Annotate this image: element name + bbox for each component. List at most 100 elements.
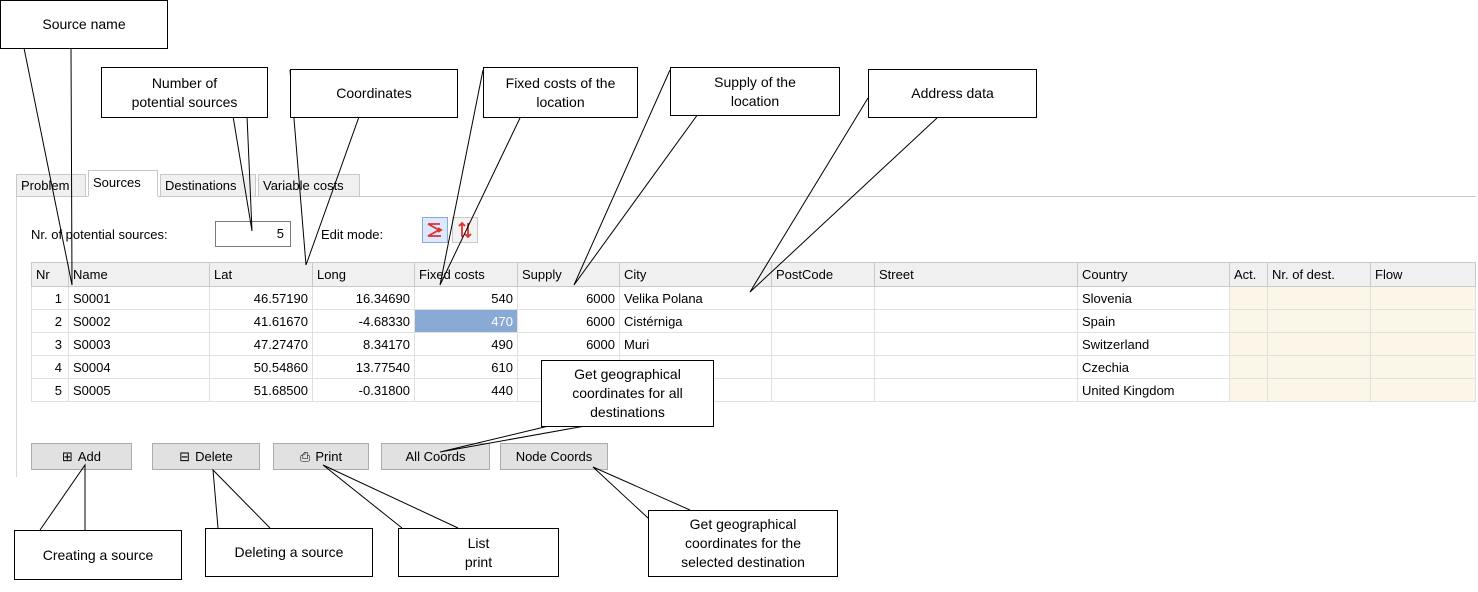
callout-text: destinations xyxy=(590,404,665,420)
nr-sources-input[interactable]: 5 xyxy=(215,221,291,247)
cell-flow xyxy=(1370,355,1476,379)
tab-sources[interactable]: Sources xyxy=(88,170,158,197)
cell-street[interactable] xyxy=(874,309,1078,333)
table-row[interactable]: 3 S0003 47.27470 8.34170 490 6000 Muri S… xyxy=(31,332,1476,356)
cell-name[interactable]: S0005 xyxy=(68,378,210,402)
add-button-label: Add xyxy=(77,449,102,464)
column-header[interactable]: PostCode xyxy=(771,262,875,287)
callout-text: List xyxy=(467,534,490,551)
delete-row-icon: ⊟ xyxy=(179,450,191,465)
cell-city[interactable]: Velika Polana xyxy=(619,286,772,310)
callout-text: Creating a source xyxy=(42,546,154,563)
table-row[interactable]: 1 S0001 46.57190 16.34690 540 6000 Velik… xyxy=(31,286,1476,310)
callout-text: Get geographical xyxy=(574,366,681,382)
cell-long[interactable]: 8.34170 xyxy=(312,332,415,356)
delete-button[interactable]: ⊟Delete xyxy=(152,443,260,470)
cell-act xyxy=(1229,309,1268,333)
cell-nr[interactable]: 5 xyxy=(31,378,69,402)
cell-country[interactable]: Switzerland xyxy=(1077,332,1230,356)
cell-nr[interactable]: 1 xyxy=(31,286,69,310)
cell-postcode[interactable] xyxy=(771,309,875,333)
cell-street[interactable] xyxy=(874,332,1078,356)
edit-mode-sort-button[interactable] xyxy=(452,217,478,243)
print-button[interactable]: ⎙Print xyxy=(273,443,369,470)
cell-city[interactable]: Muri xyxy=(619,332,772,356)
table-row[interactable]: 5 S0005 51.68500 -0.31800 440 United Kin… xyxy=(31,378,1476,402)
all-coords-button-label: All Coords xyxy=(405,449,466,464)
table-row[interactable]: 2 S0002 41.61670 -4.68330 470 6000 Cisté… xyxy=(31,309,1476,333)
tab-variable-costs[interactable]: Variable costs xyxy=(258,174,360,196)
column-header[interactable]: Flow xyxy=(1370,262,1476,287)
column-header[interactable]: Nr xyxy=(31,262,69,287)
cell-postcode[interactable] xyxy=(771,355,875,379)
callout-text: coordinates for the xyxy=(685,535,801,551)
cell-nr-dest xyxy=(1267,332,1371,356)
cell-postcode[interactable] xyxy=(771,286,875,310)
cell-fixed-costs-selected[interactable]: 470 xyxy=(414,309,518,333)
add-button[interactable]: ⊞Add xyxy=(31,443,132,470)
column-header[interactable]: Act. xyxy=(1229,262,1268,287)
column-header[interactable]: City xyxy=(619,262,772,287)
column-header[interactable]: Name xyxy=(68,262,210,287)
cell-long[interactable]: 16.34690 xyxy=(312,286,415,310)
cell-name[interactable]: S0002 xyxy=(68,309,210,333)
column-header[interactable]: Lat xyxy=(209,262,313,287)
tab-problem[interactable]: Problem xyxy=(16,174,86,196)
cell-name[interactable]: S0001 xyxy=(68,286,210,310)
cell-lat[interactable]: 51.68500 xyxy=(209,378,313,402)
cell-lat[interactable]: 41.61670 xyxy=(209,309,313,333)
cell-fixed-costs[interactable]: 440 xyxy=(414,378,518,402)
node-coords-button[interactable]: Node Coords xyxy=(500,443,608,470)
cell-name[interactable]: S0004 xyxy=(68,355,210,379)
cell-supply[interactable]: 6000 xyxy=(517,309,620,333)
cell-long[interactable]: 13.77540 xyxy=(312,355,415,379)
cell-country[interactable]: Spain xyxy=(1077,309,1230,333)
callout-get-all-coords: Get geographical coordinates for all des… xyxy=(541,360,714,427)
cell-nr-dest xyxy=(1267,309,1371,333)
column-header[interactable]: Nr. of dest. xyxy=(1267,262,1371,287)
column-header[interactable]: Long xyxy=(312,262,415,287)
callout-source-name: Source name xyxy=(0,0,168,49)
nr-sources-label: Nr. of potential sources: xyxy=(31,227,168,242)
cell-supply[interactable]: 6000 xyxy=(517,332,620,356)
table-row[interactable]: 4 S0004 50.54860 13.77540 610 Czechia xyxy=(31,355,1476,379)
cell-nr[interactable]: 3 xyxy=(31,332,69,356)
column-header[interactable]: Country xyxy=(1077,262,1230,287)
all-coords-button[interactable]: All Coords xyxy=(381,443,490,470)
callout-text: location xyxy=(536,93,585,110)
cell-city[interactable]: Cistérniga xyxy=(619,309,772,333)
cell-fixed-costs[interactable]: 540 xyxy=(414,286,518,310)
cell-fixed-costs[interactable]: 490 xyxy=(414,332,518,356)
tab-destinations[interactable]: Destinations xyxy=(160,174,256,196)
callout-get-selected-coords: Get geographical coordinates for the sel… xyxy=(648,510,838,577)
cell-fixed-costs[interactable]: 610 xyxy=(414,355,518,379)
cell-lat[interactable]: 50.54860 xyxy=(209,355,313,379)
cell-postcode[interactable] xyxy=(771,378,875,402)
cell-long[interactable]: -4.68330 xyxy=(312,309,415,333)
cell-flow xyxy=(1370,286,1476,310)
cell-nr[interactable]: 2 xyxy=(31,309,69,333)
cell-lat[interactable]: 47.27470 xyxy=(209,332,313,356)
cell-street[interactable] xyxy=(874,355,1078,379)
edit-mode-grid-button[interactable] xyxy=(422,217,448,243)
callout-text: potential sources xyxy=(131,93,238,110)
column-header[interactable]: Street xyxy=(874,262,1078,287)
column-header[interactable]: Supply xyxy=(517,262,620,287)
cell-postcode[interactable] xyxy=(771,332,875,356)
edit-mode-grid-icon xyxy=(427,223,443,237)
cell-lat[interactable]: 46.57190 xyxy=(209,286,313,310)
cell-long[interactable]: -0.31800 xyxy=(312,378,415,402)
column-header[interactable]: Fixed costs xyxy=(414,262,518,287)
callout-text: Fixed costs of the xyxy=(505,74,616,91)
cell-act xyxy=(1229,378,1268,402)
cell-country[interactable]: Slovenia xyxy=(1077,286,1230,310)
callout-text: location xyxy=(730,92,780,109)
cell-supply[interactable]: 6000 xyxy=(517,286,620,310)
cell-country[interactable]: United Kingdom xyxy=(1077,378,1230,402)
printer-icon: ⎙ xyxy=(299,450,311,465)
cell-street[interactable] xyxy=(874,378,1078,402)
cell-name[interactable]: S0003 xyxy=(68,332,210,356)
cell-nr[interactable]: 4 xyxy=(31,355,69,379)
cell-street[interactable] xyxy=(874,286,1078,310)
cell-country[interactable]: Czechia xyxy=(1077,355,1230,379)
